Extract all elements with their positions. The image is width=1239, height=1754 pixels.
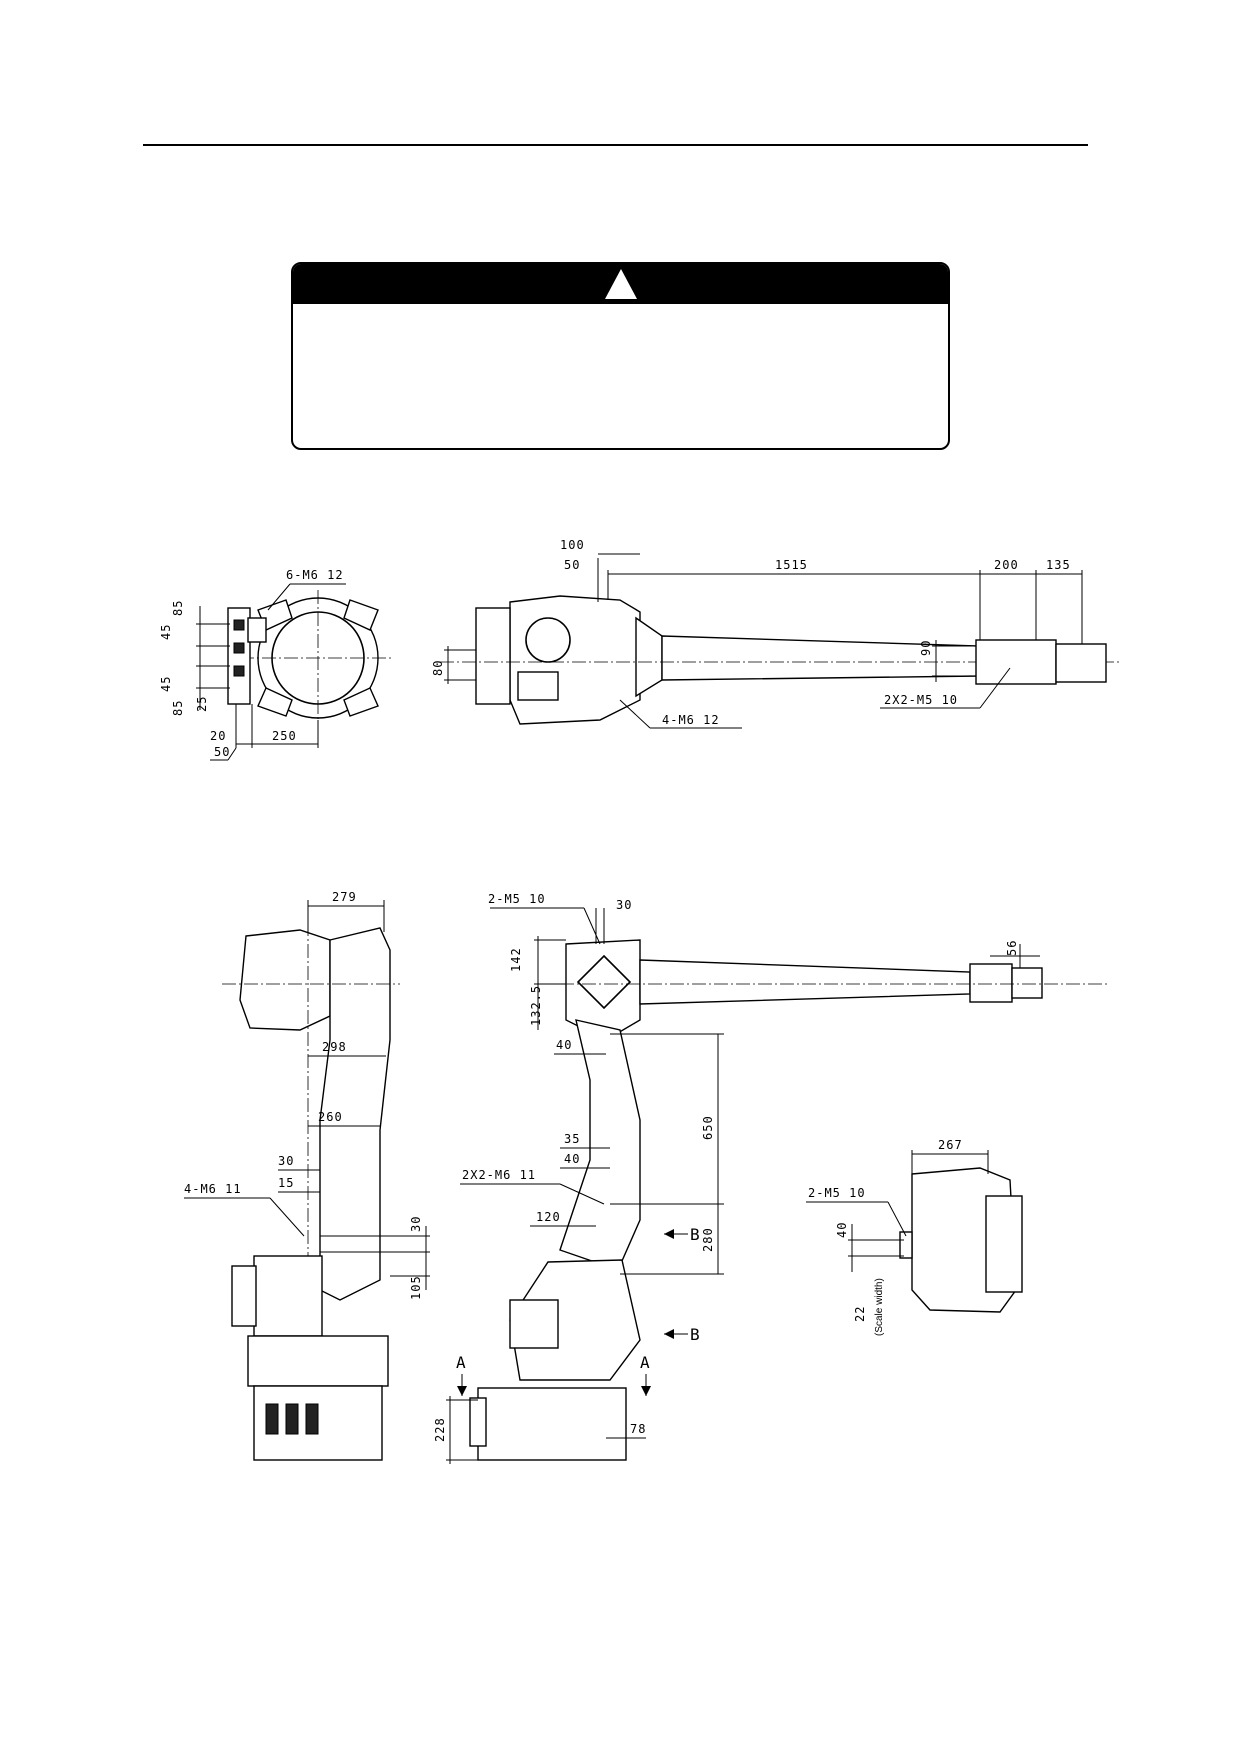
- dim-228: 228: [433, 1417, 447, 1442]
- dim-85-bottom: 85: [171, 700, 185, 716]
- shoulder: [635, 616, 663, 698]
- motor-cap: [231, 1265, 257, 1327]
- scale-width-note: (Scale width): [874, 1278, 885, 1336]
- dim-132-5: 132.5: [529, 985, 543, 1026]
- wrist-block: [975, 639, 1057, 685]
- detail-tab: [899, 1231, 913, 1259]
- connector-block: [227, 607, 251, 705]
- dim-78: 78: [630, 1422, 646, 1436]
- turret: [247, 1335, 389, 1387]
- dim-30: 30: [278, 1154, 294, 1168]
- base-connector: [469, 1397, 487, 1447]
- header-rule: [143, 144, 1088, 146]
- dim-22: 22: [853, 1306, 867, 1322]
- dim-650: 650: [701, 1115, 715, 1140]
- dim-50: 50: [214, 745, 230, 759]
- wrist-front: [969, 963, 1013, 1003]
- detail-block: [985, 1195, 1023, 1293]
- dim-25: 25: [195, 696, 209, 712]
- upper-arm: [319, 927, 391, 1301]
- label-b-top: B: [690, 1225, 701, 1244]
- dim-15: 15: [278, 1176, 294, 1190]
- label-2-m5-10: 2-M5 10: [488, 892, 546, 906]
- base-body: [509, 595, 641, 725]
- flange-ear-tr: [343, 599, 379, 631]
- label-2-m5-10: 2-M5 10: [808, 1186, 866, 1200]
- tool-flange: [1055, 643, 1107, 683]
- dim-40-lower: 40: [564, 1152, 580, 1166]
- bottom-left-view: 279 298 260 30 15 4-M6 11 30 105: [184, 890, 430, 1461]
- dim-267: 267: [938, 1138, 963, 1152]
- dim-100: 100: [560, 538, 585, 552]
- dim-279: 279: [332, 890, 357, 904]
- forearm-front: [639, 959, 971, 1005]
- arrow-a-right-icon: [641, 1386, 651, 1396]
- dim-45-top: 45: [159, 624, 173, 640]
- dim-45-bottom: 45: [159, 676, 173, 692]
- connector-3: [233, 665, 245, 677]
- label-a-right: A: [640, 1353, 651, 1372]
- base-connector-3: [305, 1403, 319, 1435]
- elbow-housing: [565, 939, 641, 1041]
- arrow-a-left-icon: [457, 1386, 467, 1396]
- wrist-head: [239, 929, 331, 1031]
- label-a-left: A: [456, 1353, 467, 1372]
- dim-1515: 1515: [775, 558, 808, 572]
- leader-6m6: [267, 583, 291, 611]
- motor-front: [509, 1299, 559, 1349]
- dim-50: 50: [564, 558, 580, 572]
- side-cover: [517, 671, 559, 701]
- motor-body: [253, 1255, 323, 1337]
- connector-panel: [475, 607, 511, 705]
- dim-35: 35: [564, 1132, 580, 1146]
- dim-30: 30: [616, 898, 632, 912]
- dim-105: 105: [409, 1275, 423, 1300]
- dim-56: 56: [1005, 940, 1019, 956]
- valve-box: [247, 617, 267, 643]
- caution-box: [291, 262, 950, 450]
- label-2x2-m5: 2X2-M5 10: [884, 693, 958, 707]
- connector-2: [233, 642, 245, 654]
- dim-40: 40: [835, 1222, 849, 1238]
- top-right-view: 100 50 1515 200 135 90 80 2X2-M5 10 4-M6…: [431, 538, 1120, 729]
- dim-90: 90: [919, 640, 933, 656]
- dim-20: 20: [210, 729, 226, 743]
- dim-80: 80: [431, 660, 445, 676]
- dim-135: 135: [1046, 558, 1071, 572]
- dim-142: 142: [509, 947, 523, 972]
- warning-triangle-icon: [604, 269, 637, 299]
- bottom-right-view: 267 2-M5 10 40 22 (Scale width): [806, 1138, 1023, 1336]
- dim-260: 260: [318, 1110, 343, 1124]
- dim-85-top: 85: [171, 600, 185, 616]
- flange-front: [1011, 967, 1043, 999]
- dim-250: 250: [272, 729, 297, 743]
- arrow-b-bottom-icon: [664, 1329, 674, 1339]
- base-connector-1: [265, 1403, 279, 1435]
- top-left-view: 6-M6 12 85 45 45 85 25 20 250 50: [159, 568, 392, 761]
- base-front: [477, 1387, 627, 1461]
- bottom-center-view: 2-M5 10 30 142 132.5 56 40 650 280 35 40…: [433, 892, 1110, 1464]
- label-4-m6-11: 4-M6 11: [184, 1182, 242, 1196]
- dim-30-right: 30: [409, 1216, 423, 1232]
- connector-1: [233, 619, 245, 631]
- base-connector-2: [285, 1403, 299, 1435]
- label-6m6: 6-M6 12: [286, 568, 344, 582]
- dim-120: 120: [536, 1210, 561, 1224]
- arrow-b-top-icon: [664, 1229, 674, 1239]
- motor-circle: [525, 617, 571, 663]
- caution-header-bar: [293, 264, 948, 304]
- elbow-diamond: [576, 954, 632, 1010]
- label-b-bottom: B: [690, 1325, 701, 1344]
- dim-298: 298: [322, 1040, 347, 1054]
- dim-40: 40: [556, 1038, 572, 1052]
- label-2x2-m6-11: 2X2-M6 11: [462, 1168, 536, 1182]
- dim-200: 200: [994, 558, 1019, 572]
- flange-ear-br: [343, 687, 379, 717]
- dim-280: 280: [701, 1227, 715, 1252]
- flange-ear-bl: [257, 687, 293, 717]
- label-4-m6: 4-M6 12: [662, 713, 720, 727]
